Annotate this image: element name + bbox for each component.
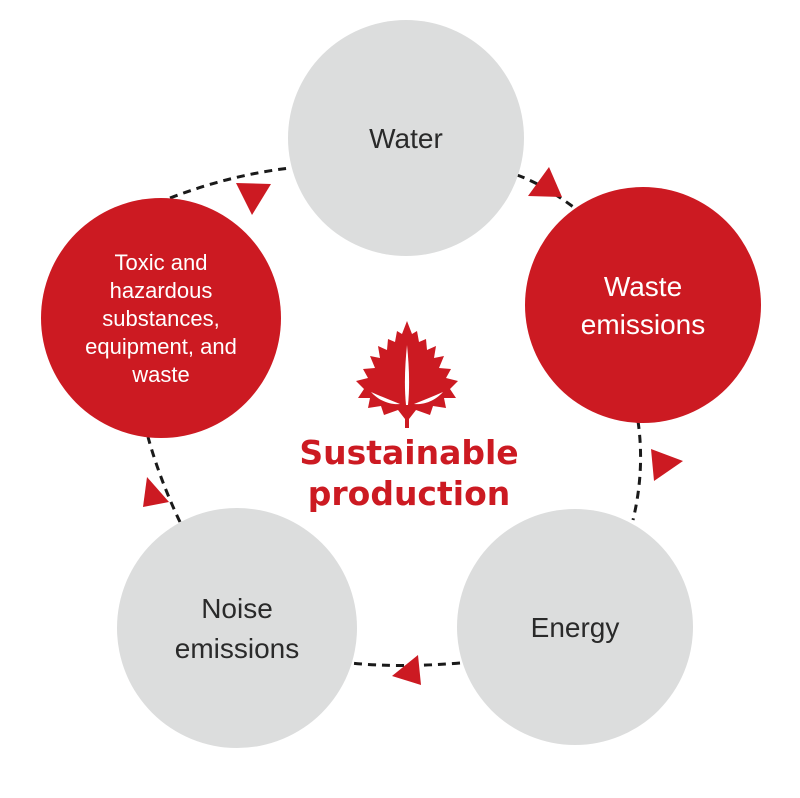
center-title-line-2: production	[308, 474, 511, 513]
node-circle-toxic-hazardous	[41, 198, 281, 438]
center-title-group: Sustainable production	[299, 321, 519, 513]
nodes: WaterWasteemissionsEnergyNoiseemissionsT…	[41, 20, 761, 748]
arrowhead-noise-emissions-to-toxic-hazardous	[143, 477, 169, 507]
connector-noise-emissions-to-toxic-hazardous	[146, 436, 182, 523]
node-label-toxic-hazardous-line-3: substances,	[102, 306, 219, 331]
connector-waste-emissions-to-energy	[631, 420, 643, 521]
connector-energy-to-noise-emissions	[349, 661, 461, 667]
node-water: Water	[288, 20, 524, 256]
arrowhead-energy-to-noise-emissions	[392, 655, 421, 685]
node-circle-energy	[457, 509, 693, 745]
node-label-toxic-hazardous-line-1: Toxic and	[115, 250, 208, 275]
node-label-noise-emissions-line-2: emissions	[175, 633, 299, 664]
node-toxic-hazardous: Toxic and hazardous substances, equipment, …	[41, 198, 281, 438]
node-noise-emissions: Noise emissions	[117, 508, 357, 748]
node-circle-noise-emissions	[117, 508, 357, 748]
node-circle-waste-emissions	[525, 187, 761, 423]
arrowhead-waste-emissions-to-energy	[651, 449, 683, 481]
arrowhead-toxic-hazardous-to-water	[236, 183, 271, 215]
connector-toxic-hazardous-to-water	[169, 166, 291, 200]
node-label-water-line-1: Water	[369, 123, 443, 154]
leaf-icon	[356, 321, 458, 428]
node-label-toxic-hazardous-line-5: waste	[131, 362, 189, 387]
node-energy: Energy	[457, 509, 693, 745]
node-waste-emissions: Waste emissions	[525, 187, 761, 423]
arrowhead-water-to-waste-emissions	[528, 167, 562, 197]
node-label-energy-line-1: Energy	[531, 612, 620, 643]
arrowheads	[143, 167, 683, 685]
node-label-waste-emissions-line-2: emissions	[581, 309, 705, 340]
node-circle-water	[288, 20, 524, 256]
node-label-toxic-hazardous-line-2: hazardous	[110, 278, 213, 303]
node-label-noise-emissions-line-1: Noise	[201, 593, 273, 624]
center-title-line-1: Sustainable	[299, 433, 518, 472]
node-label-toxic-hazardous-line-4: equipment, and	[85, 334, 237, 359]
node-label-waste-emissions-line-1: Waste	[604, 271, 682, 302]
